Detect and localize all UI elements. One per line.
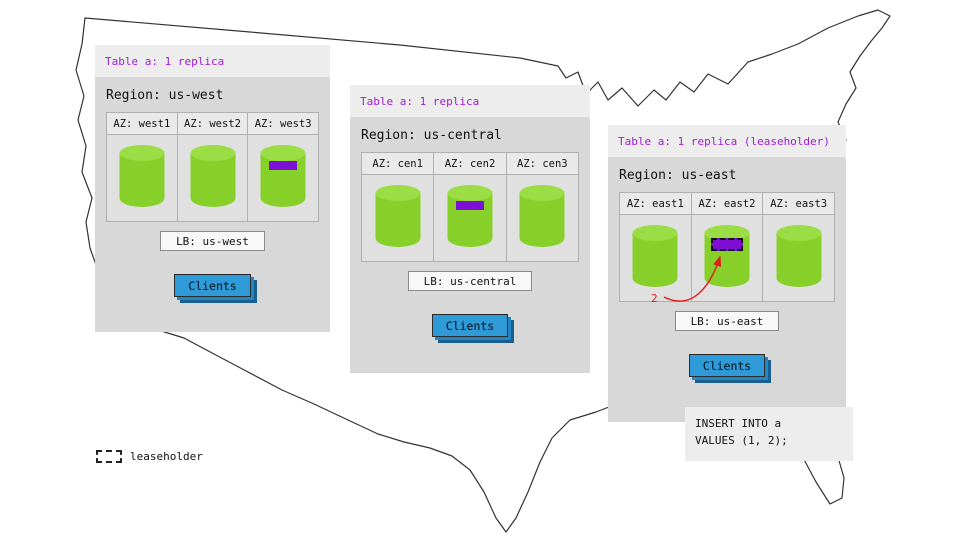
database-cylinder-icon: [446, 184, 494, 248]
clients-button: Clients: [688, 354, 766, 377]
az-cell: [507, 175, 578, 261]
region-panel-us-central: Table a: 1 replica Region: us-central AZ…: [350, 85, 590, 373]
sql-line-1: INSERT INTO a: [695, 417, 782, 430]
region-title: Region: us-east: [619, 168, 737, 183]
legend-label: leaseholder: [130, 450, 203, 463]
database-cylinder-icon: [374, 184, 422, 248]
replica-range: [269, 161, 298, 170]
database-cylinder-icon: [259, 144, 307, 208]
az-column-cen1: AZ: cen1: [362, 153, 435, 261]
database-cylinder-icon: [775, 224, 823, 288]
az-group: AZ: cen1 AZ: cen2 AZ: cen3: [361, 152, 579, 262]
load-balancer-box: LB: us-west: [160, 231, 265, 251]
region-title: Region: us-central: [361, 128, 502, 143]
az-cell: [620, 215, 691, 301]
az-cell: [362, 175, 433, 261]
load-balancer-box: LB: us-central: [407, 271, 533, 291]
az-group: AZ: east1 AZ: east2 AZ: east3: [619, 192, 835, 302]
az-label: AZ: east3: [763, 193, 835, 215]
sql-line-2: VALUES (1, 2);: [695, 434, 788, 448]
database-cylinder-icon: [189, 144, 237, 208]
leaseholder-swatch-icon: [96, 450, 122, 463]
az-label: AZ: cen1: [362, 153, 434, 175]
region-panel-us-east: Table a: 1 replica (leaseholder) Region:…: [608, 125, 846, 422]
az-label: AZ: east2: [691, 193, 763, 215]
az-label: AZ: cen2: [434, 153, 506, 175]
region-panel-us-west: Table a: 1 replica Region: us-west AZ: w…: [95, 45, 330, 332]
database-cylinder-icon: [631, 224, 679, 288]
region-title: Region: us-west: [106, 88, 224, 103]
database-cylinder-icon: [118, 144, 166, 208]
az-label: AZ: west3: [248, 113, 319, 135]
az-column-east3: AZ: east3: [763, 193, 835, 301]
az-label: AZ: cen3: [506, 153, 578, 175]
az-label: AZ: west1: [107, 113, 177, 135]
table-replica-label: Table a: 1 replica: [350, 85, 590, 117]
az-column-east1: AZ: east1: [620, 193, 692, 301]
az-cell: [434, 175, 505, 261]
az-column-east2: AZ: east2: [691, 193, 764, 301]
load-balancer-box: LB: us-east: [674, 311, 780, 331]
az-cell: [178, 135, 248, 221]
replica-range: [455, 201, 484, 210]
clients-button: Clients: [174, 274, 251, 297]
az-label: AZ: east1: [620, 193, 691, 215]
table-replica-label: Table a: 1 replica (leaseholder): [608, 125, 846, 157]
sql-note: INSERT INTO a VALUES (1, 2);: [685, 407, 853, 461]
database-cylinder-icon: [703, 224, 751, 288]
az-cell: [107, 135, 177, 221]
database-cylinder-icon: [518, 184, 566, 248]
az-cell: [692, 215, 763, 301]
az-cell: [248, 135, 318, 221]
legend: leaseholder: [96, 450, 203, 463]
az-column-cen2: AZ: cen2: [434, 153, 507, 261]
az-column-west1: AZ: west1: [107, 113, 178, 221]
az-group: AZ: west1 AZ: west2 AZ: west3: [106, 112, 319, 222]
az-label: AZ: west2: [177, 113, 248, 135]
clients-button: Clients: [431, 314, 509, 337]
az-column-cen3: AZ: cen3: [506, 153, 578, 261]
table-replica-label: Table a: 1 replica: [95, 45, 330, 77]
leaseholder-range: [711, 238, 743, 251]
az-column-west3: AZ: west3: [248, 113, 319, 221]
az-cell: [763, 215, 834, 301]
az-column-west2: AZ: west2: [177, 113, 249, 221]
